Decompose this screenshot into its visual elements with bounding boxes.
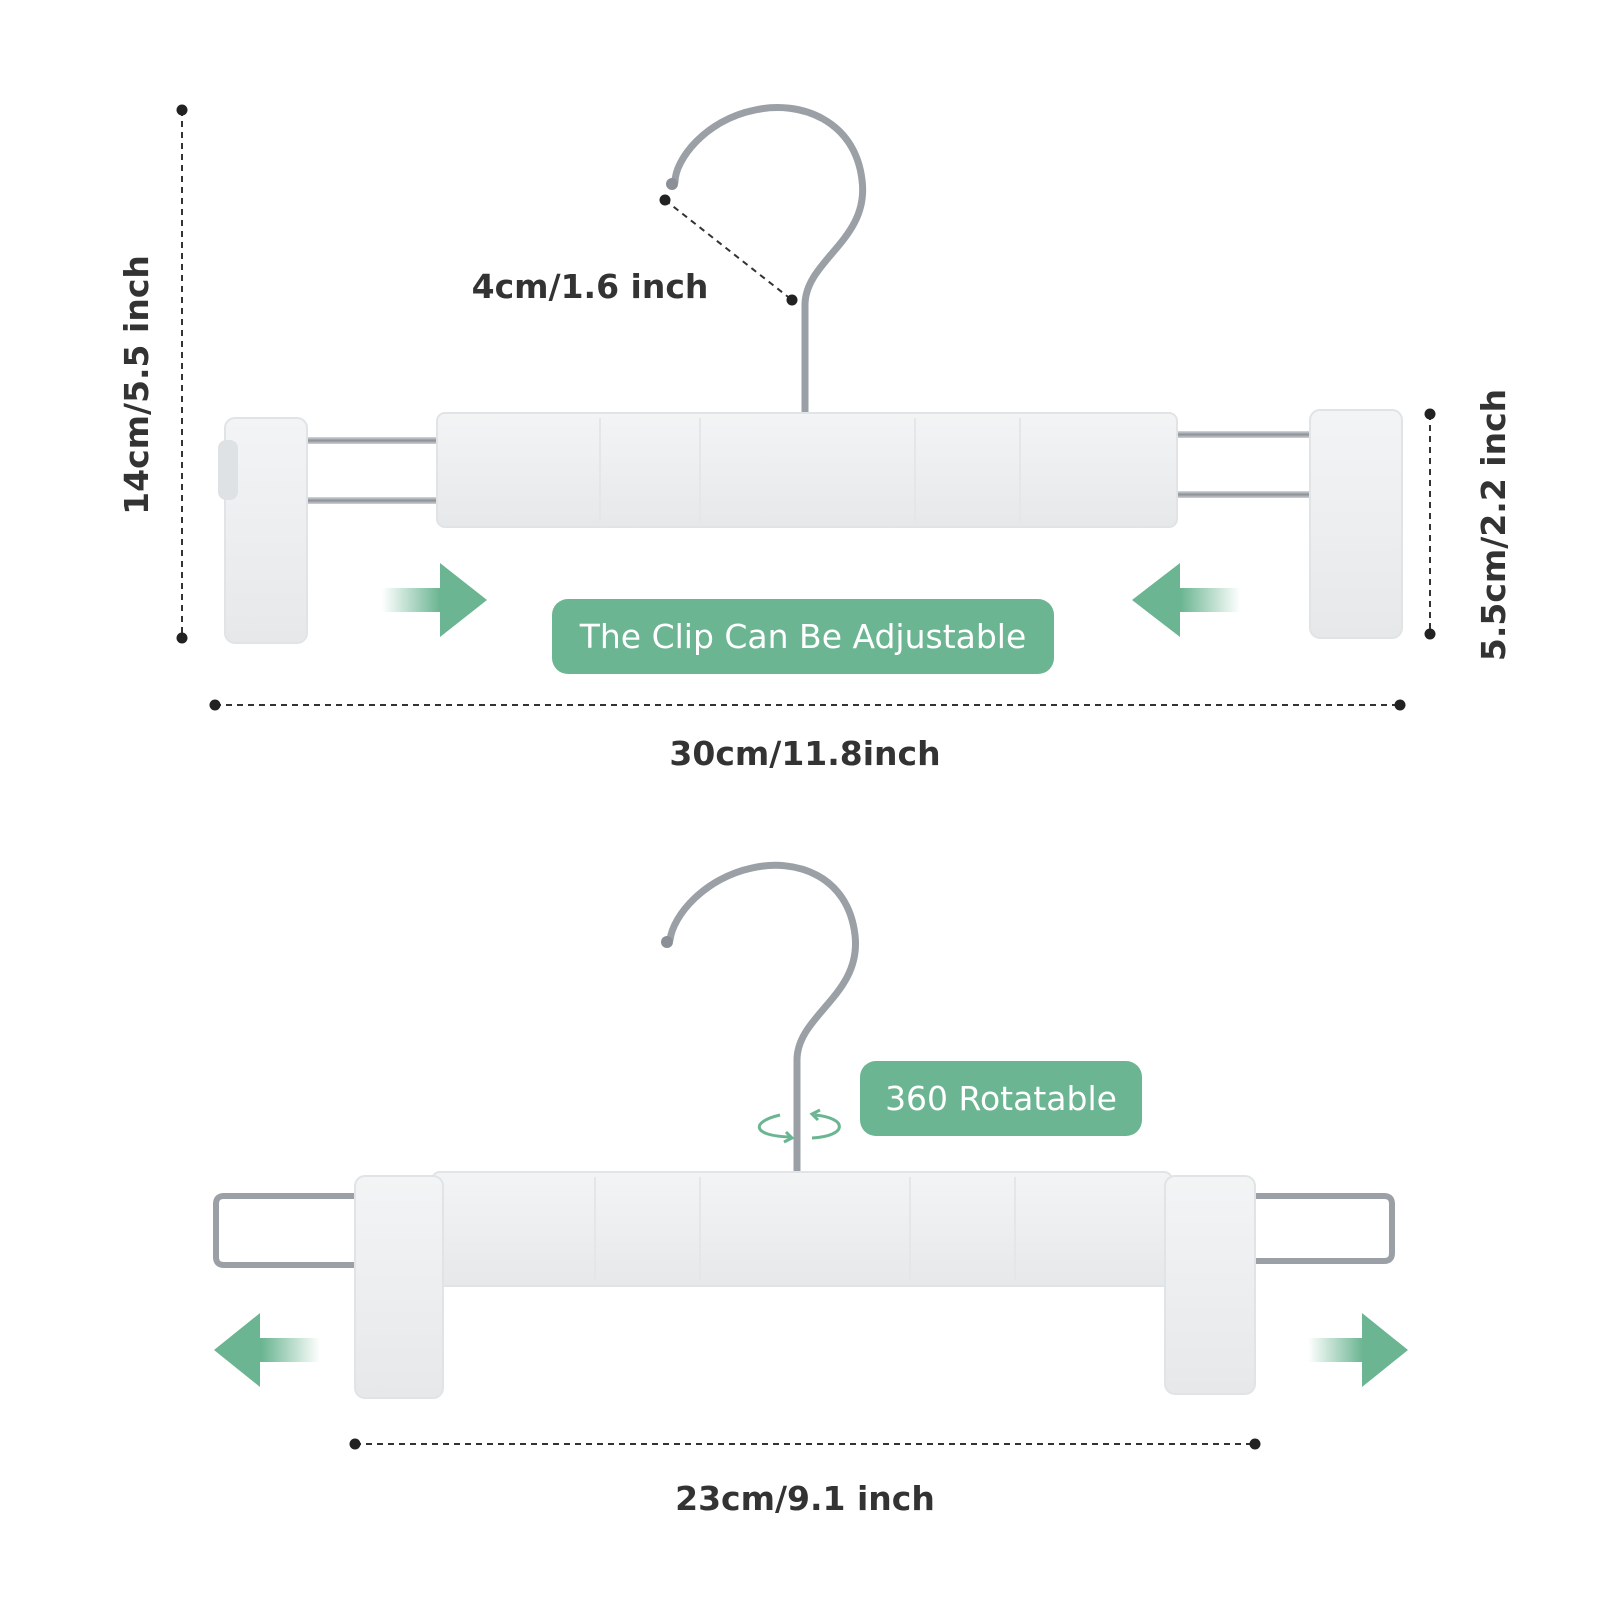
bottom-wire-left (213, 1193, 360, 1268)
rotate-icon (758, 1108, 841, 1144)
bottom-hook-tip (661, 936, 673, 948)
bottom-arrow-left-icon (214, 1313, 320, 1387)
bottom-arrow-right-icon (1308, 1313, 1408, 1387)
top-right-clip (1309, 409, 1403, 639)
top-hook-line (664, 199, 793, 301)
top-left-clip (224, 417, 308, 644)
top-height-label: 14cm/5.5 inch (117, 255, 156, 515)
bottom-hanger-bar (431, 1171, 1173, 1287)
top-arrow-right-icon (382, 563, 487, 637)
rotatable-badge-label: 360 Rotatable (885, 1079, 1117, 1118)
top-rod-lower-right (1175, 491, 1320, 498)
top-hook (671, 104, 867, 419)
bottom-right-clip (1164, 1175, 1256, 1395)
top-arrow-left-icon (1132, 563, 1240, 637)
bottom-wire-right (1250, 1193, 1395, 1264)
bottom-hook (666, 861, 859, 1176)
bottom-width-label: 23cm/9.1 inch (675, 1479, 935, 1518)
top-hook-tip (666, 178, 678, 190)
bottom-left-clip (354, 1175, 444, 1399)
top-hook-label: 4cm/1.6 inch (472, 267, 709, 306)
top-hanger: The Clip Can Be Adjustable 14cm/5.5 inch… (117, 104, 1513, 773)
top-rod-lower-left (300, 497, 440, 504)
top-rod-upper-left (300, 437, 440, 444)
top-rod-upper-right (1175, 431, 1320, 438)
adjustable-badge-label: The Clip Can Be Adjustable (579, 617, 1027, 656)
top-clip-label: 5.5cm/2.2 inch (1474, 389, 1513, 661)
bottom-hanger: 360 Rotatable 23cm/9.1 inch (213, 861, 1408, 1518)
rotatable-badge (860, 1061, 1142, 1136)
top-hanger-bar (436, 412, 1178, 528)
top-width-label: 30cm/11.8inch (669, 734, 940, 773)
adjustable-badge (552, 599, 1054, 674)
